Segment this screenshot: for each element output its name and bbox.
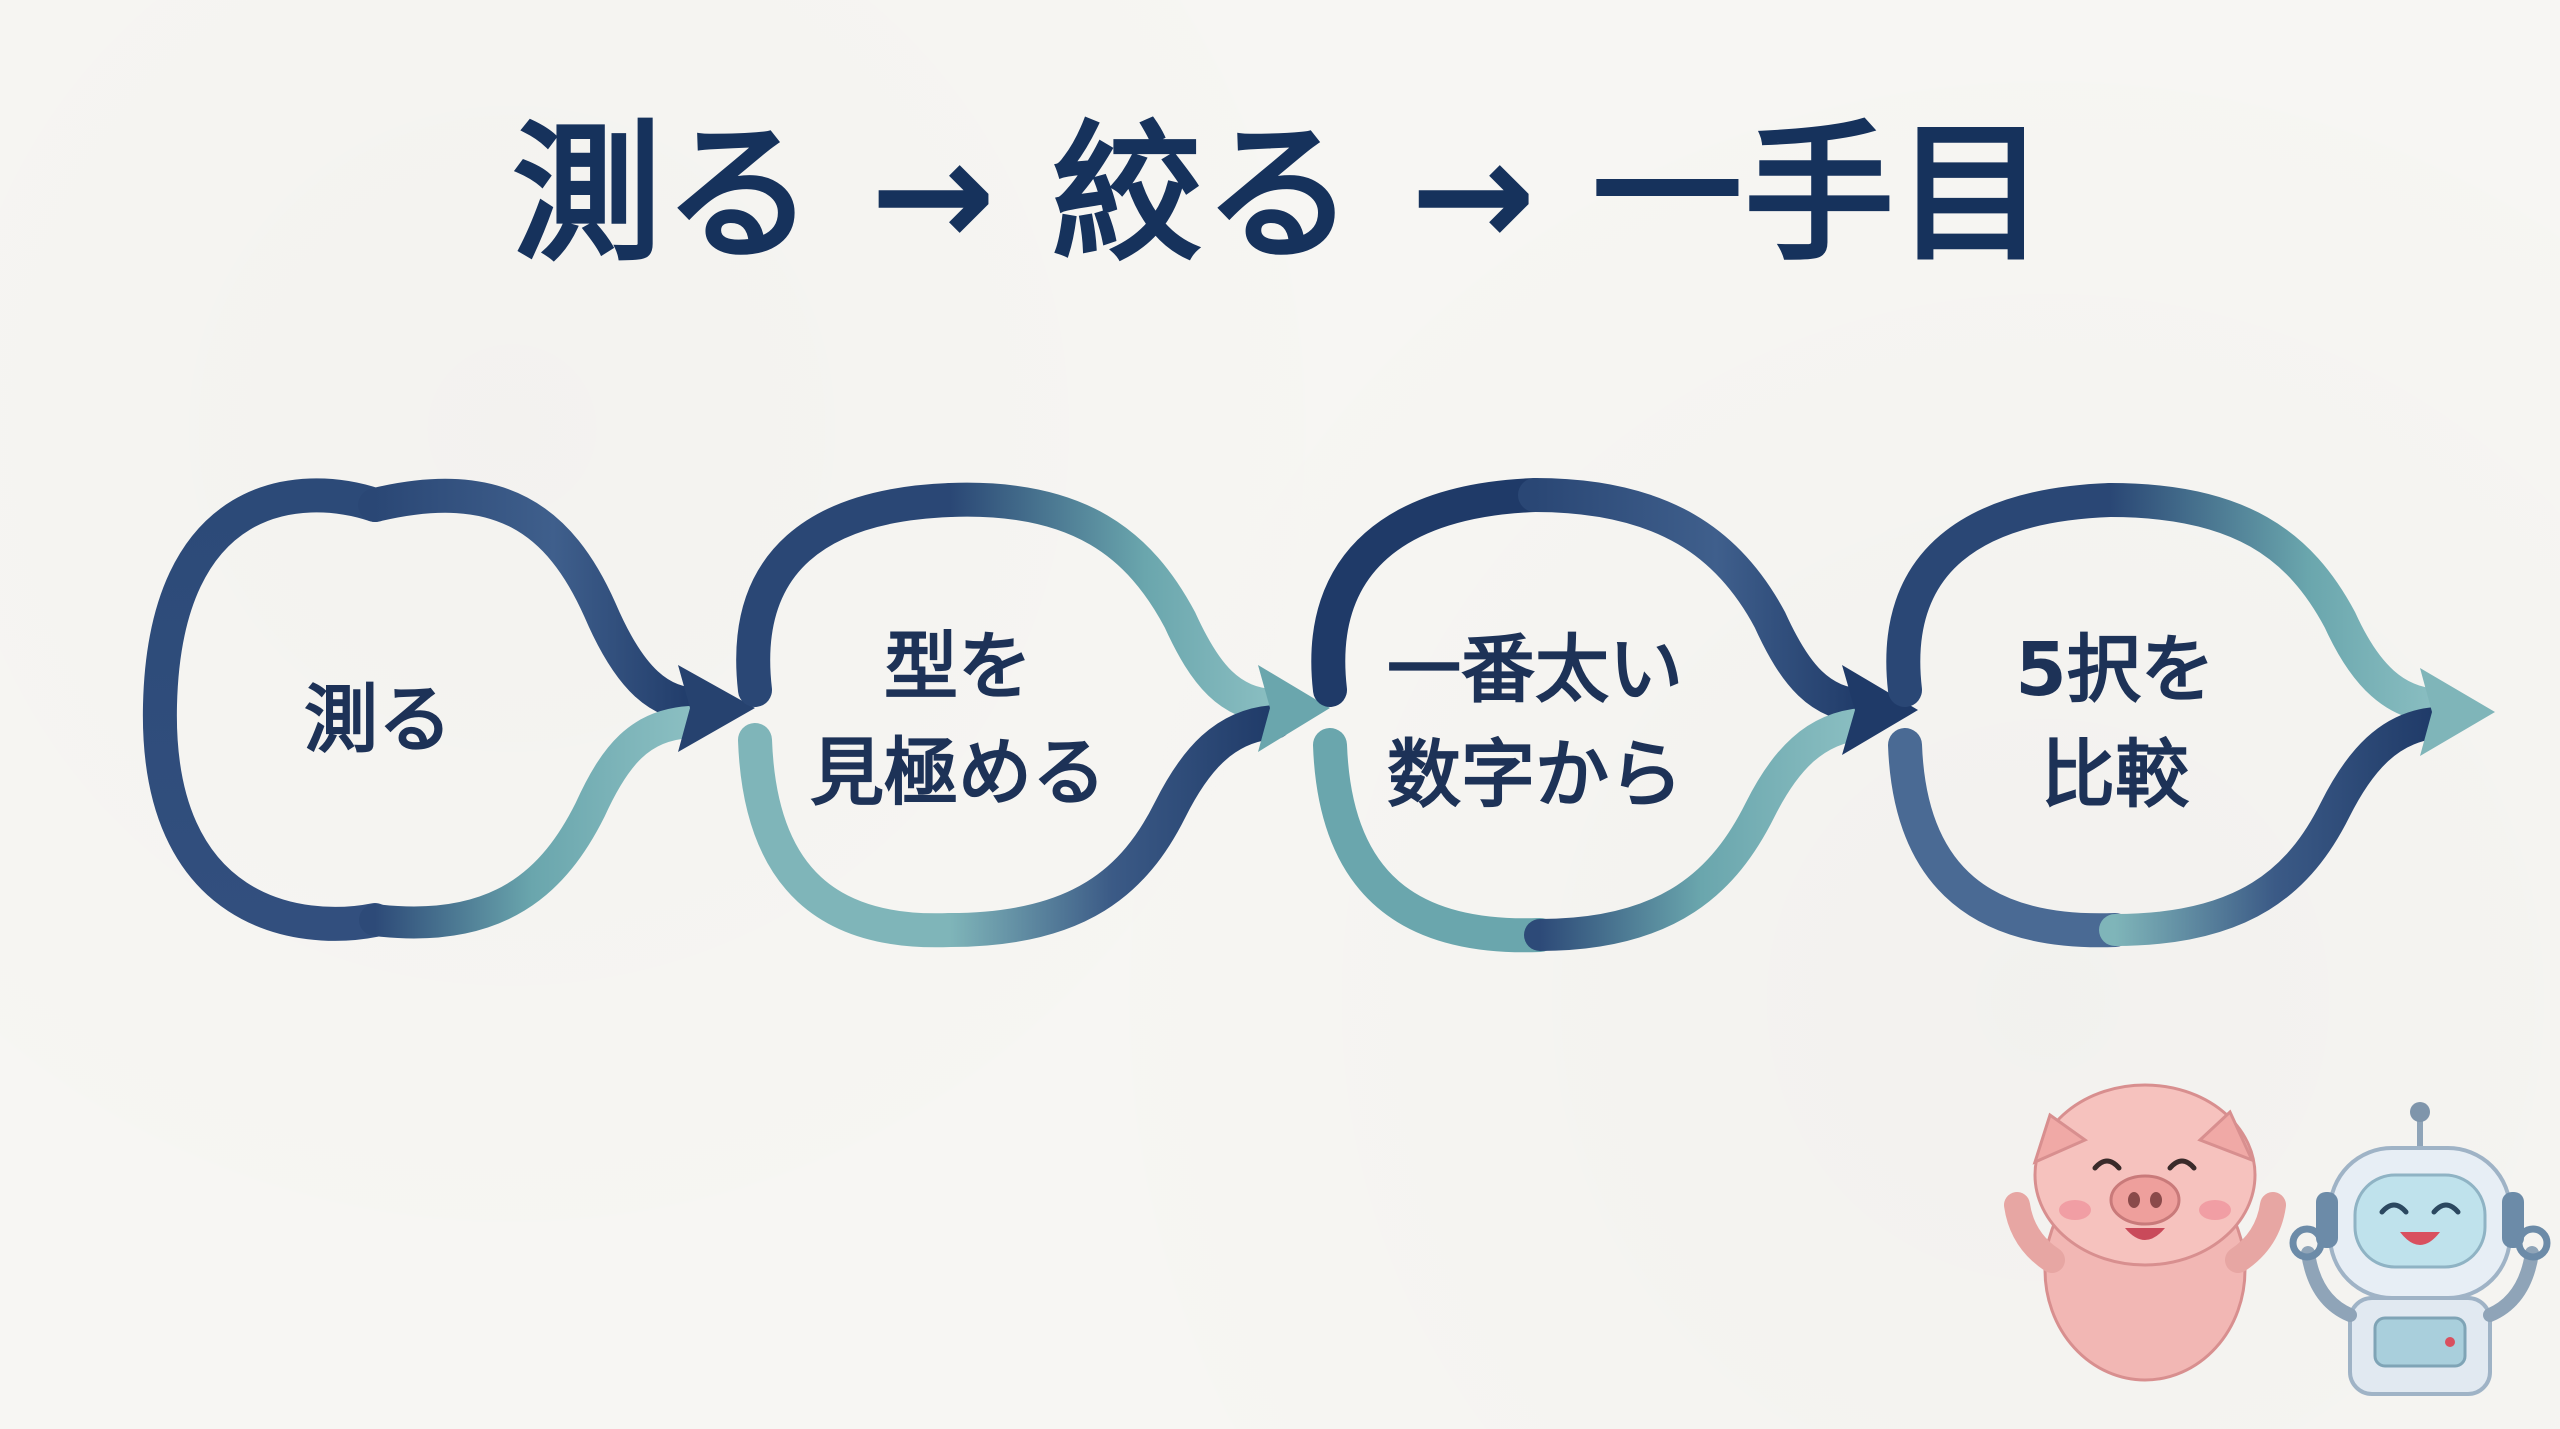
pig-character-icon	[2004, 1083, 2286, 1382]
slide-title: 測る → 絞る → 一手目	[511, 108, 2049, 282]
stage-4-top-left-arc	[1886, 483, 2127, 707]
stage-4-cycle: 5択を 比較	[1886, 483, 2495, 948]
stage-2-top-left-arc	[736, 483, 967, 707]
stage-2-label-line-2: 見極める	[810, 730, 1106, 816]
stage-2-cycle: 型を 見極める	[736, 482, 1330, 948]
stage-4-arrowhead	[2420, 668, 2495, 756]
stage-4-label-line-1: 5択を	[2015, 627, 2215, 713]
stage-2-label-line-1: 型を	[884, 624, 1032, 710]
stage-4-label-line-2: 比較	[2041, 732, 2190, 818]
stage-3-label-line-1: 一番太い	[1387, 627, 1683, 713]
stage-1-cycle: 測る	[142, 478, 755, 941]
stage-3-arrowhead	[1842, 665, 1918, 755]
stage-2-bottom-arrow	[933, 705, 1292, 947]
stage-1-top-arrow	[358, 478, 717, 722]
stage-2-top-arrow	[933, 482, 1292, 723]
stage-1-label: 測る	[304, 677, 452, 763]
stage-3-bottom-arrow	[1524, 708, 1878, 951]
stage-2-bottom-left-arc	[738, 723, 967, 948]
stage-3-top-arrow	[1518, 478, 1882, 723]
stage-3-cycle: 一番太い 数字から	[1311, 478, 1918, 953]
stage-3-bottom-left-arc	[1313, 728, 1557, 953]
stage-4-bottom-arrow	[2099, 707, 2451, 946]
stage-3-top-left-arc	[1311, 478, 1552, 707]
stage-3-label-line-2: 数字から	[1387, 732, 1683, 818]
stage-1-bottom-arrow	[359, 706, 706, 939]
stage-1-left-arc	[142, 478, 392, 941]
stage-1-arrowhead	[678, 665, 755, 752]
robot-character-icon	[2289, 1102, 2551, 1396]
stage-4-top-arrow	[2093, 483, 2457, 723]
stage-4-bottom-left-arc	[1888, 728, 2132, 948]
stage-2-arrowhead	[1258, 665, 1330, 752]
